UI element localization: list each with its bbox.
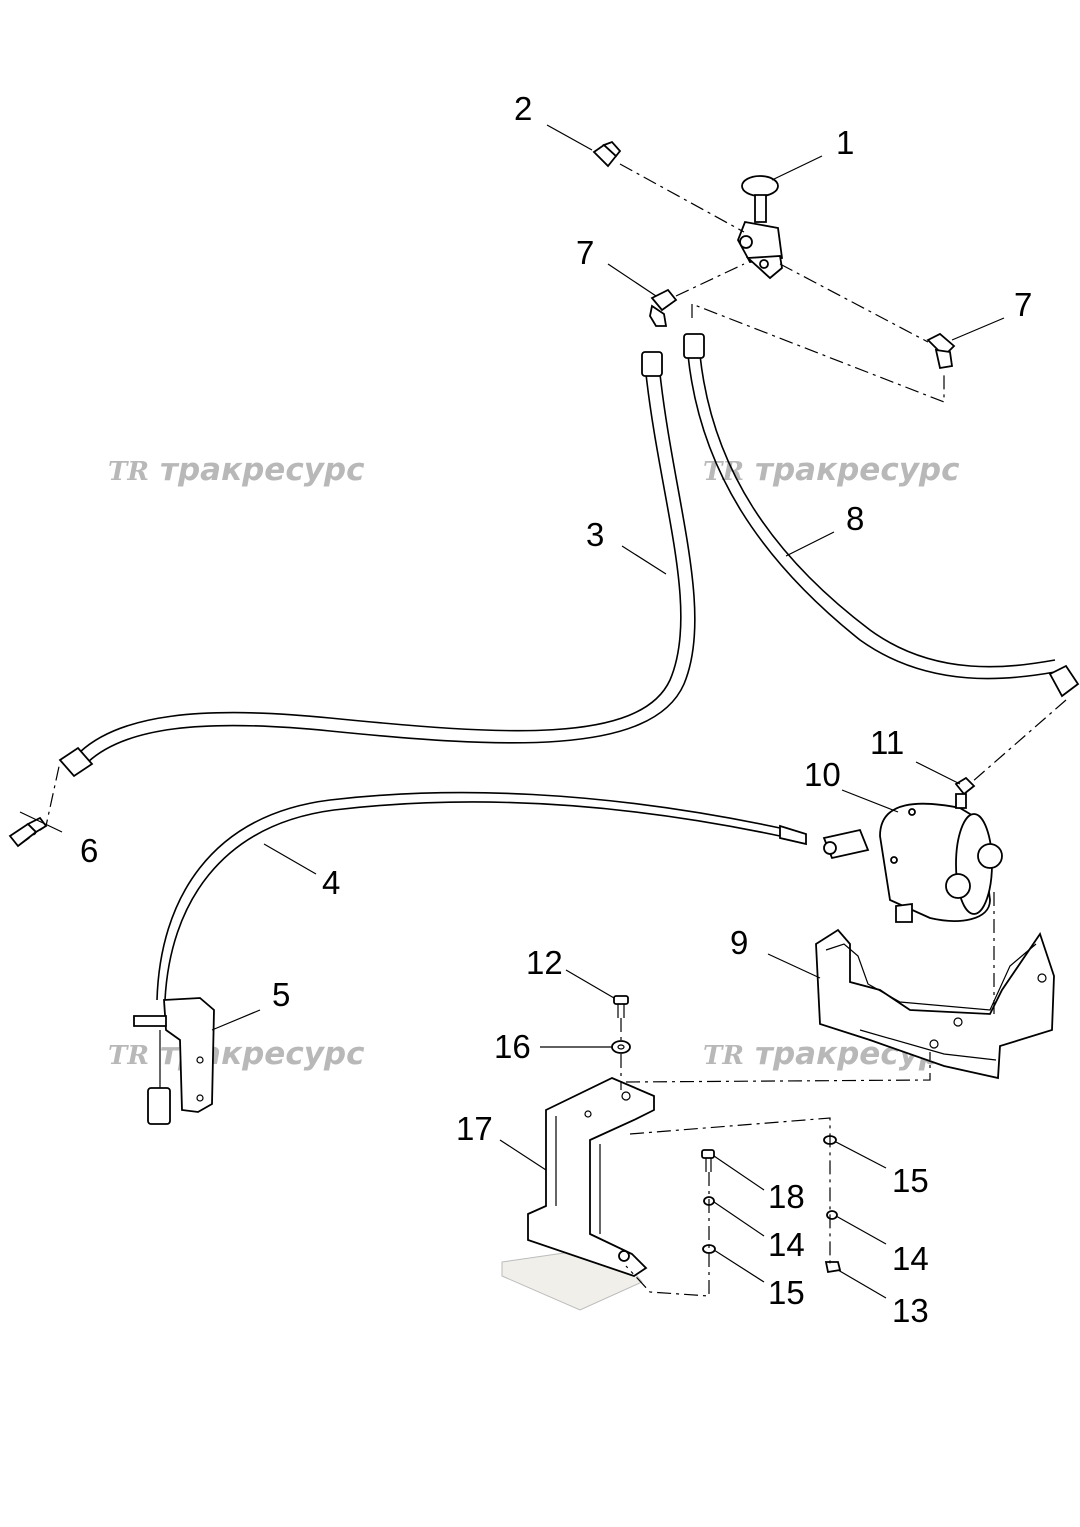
callout-7-left: 7	[576, 234, 594, 271]
part-10-actuator	[879, 802, 1003, 923]
watermark-top-left: TR тракресурс	[108, 452, 365, 488]
part-13-nut	[824, 1261, 842, 1274]
assembly-lines	[17, 163, 1067, 1297]
part-17-support	[501, 1077, 655, 1311]
watermark-top-right: TR тракресурс	[703, 452, 960, 488]
svg-text:тракресурс: тракресурс	[160, 452, 365, 488]
callout-16: 16	[494, 1028, 531, 1065]
callout-2: 2	[514, 90, 532, 127]
callout-10: 10	[804, 756, 841, 793]
part-8-hose	[683, 333, 1080, 698]
part-14-washer-right	[826, 1210, 838, 1220]
svg-text:TR: TR	[703, 457, 744, 487]
callout-6: 6	[80, 832, 98, 869]
part-11-fitting	[954, 776, 976, 809]
callout-12: 12	[526, 944, 563, 981]
callout-3: 3	[586, 516, 604, 553]
svg-text:тракресурс: тракресурс	[755, 452, 960, 488]
part-1-control-valve	[737, 175, 784, 280]
callout-11: 11	[870, 724, 904, 761]
callout-4: 4	[322, 864, 340, 901]
callouts: 1 2 3 4 5 6 7 7 8 9 10 11 12 13 14 14 15…	[80, 90, 1032, 1329]
callout-13: 13	[892, 1292, 929, 1329]
leader-lines	[19, 124, 1005, 1299]
part-3-hose	[58, 351, 696, 778]
callout-9: 9	[730, 924, 748, 961]
callout-17: 17	[456, 1110, 493, 1147]
callout-15-right: 15	[892, 1162, 929, 1199]
callout-7-right: 7	[1014, 286, 1032, 323]
callout-14-right: 14	[892, 1240, 929, 1277]
part-6-fitting	[8, 816, 48, 848]
callout-14-left: 14	[768, 1226, 805, 1263]
svg-text:TR: TR	[108, 1041, 149, 1071]
callout-15-left: 15	[768, 1274, 805, 1311]
part-2-plug	[592, 140, 622, 168]
part-9-bracket	[815, 928, 1055, 1080]
callout-5: 5	[272, 976, 290, 1013]
part-16-washer	[611, 1040, 631, 1054]
callout-8: 8	[846, 500, 864, 537]
watermark-bottom-left: TR тракресурс	[108, 1036, 365, 1072]
part-7-elbow-right	[926, 332, 956, 370]
part-7-elbow-left	[649, 288, 678, 327]
callout-1: 1	[836, 124, 854, 161]
part-12-bolt	[613, 995, 629, 1018]
svg-text:TR: TR	[703, 1041, 744, 1071]
part-4-cable	[156, 791, 870, 1001]
svg-text:TR: TR	[108, 457, 149, 487]
part-18-bolt	[701, 1149, 715, 1172]
part-5-bracket	[133, 997, 215, 1125]
callout-18: 18	[768, 1178, 805, 1215]
